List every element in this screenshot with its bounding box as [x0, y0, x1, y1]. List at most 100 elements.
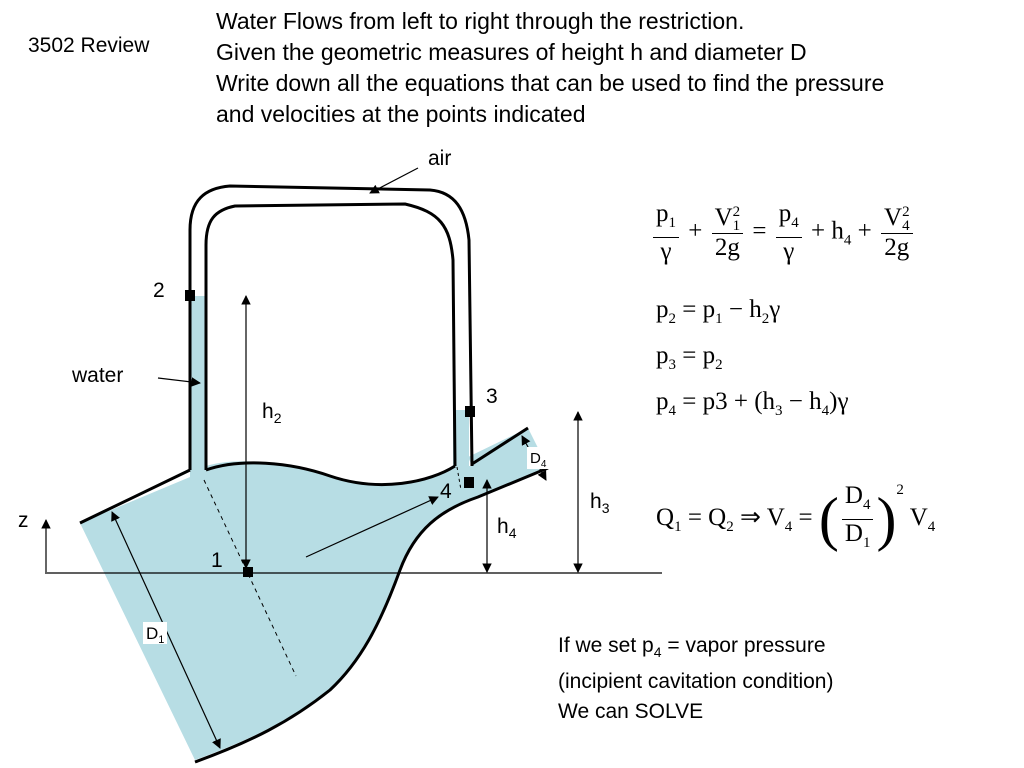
instruction-line: Write down all the equations that can be… [216, 70, 885, 96]
h2-subscript: 2 [274, 410, 282, 426]
flow-arrow [305, 496, 439, 558]
v4-subscript: 4 [784, 519, 793, 536]
manometer-inner [204, 202, 457, 470]
plus-sign: + [857, 217, 872, 245]
p1-over-gamma: p1 γ [653, 200, 679, 266]
plus-sign: + [688, 217, 703, 245]
cavitation-note: If we set p4 = vapor pressure (incipient… [558, 631, 833, 727]
point-label-3: 3 [486, 385, 498, 408]
instructions: Water Flows from left to right through t… [216, 6, 884, 130]
h3-subscript: 3 [775, 403, 783, 419]
plus-sign: + [811, 217, 826, 245]
equation-p2: p2 = p1 − h2γ [656, 296, 780, 328]
equation-p4: p4 = p3 + (h3 − h4)γ [656, 388, 849, 420]
manometer-outer [188, 184, 474, 470]
note-text: If we set p [558, 634, 654, 657]
d1-subscript: 1 [862, 535, 871, 551]
d4-subscript: 4 [862, 497, 871, 513]
pipe-top-wall [79, 426, 529, 525]
note-subscript: 4 [653, 644, 662, 661]
gamma-symbol: γ [660, 238, 672, 265]
h3-subscript: 3 [602, 500, 610, 516]
h2-subscript: 2 [761, 311, 770, 327]
v1-exponent: 2 [732, 204, 741, 221]
gamma-symbol: )γ [829, 388, 849, 415]
h4-subscript: 4 [843, 232, 852, 249]
h4-subscript: 4 [509, 525, 517, 541]
p4-subscript: 4 [791, 215, 799, 231]
p2-subscript: 2 [668, 311, 677, 327]
gamma-symbol: γ [783, 238, 795, 265]
point-label-4: 4 [440, 480, 452, 503]
point-marker-4 [464, 477, 474, 488]
slide-label: 3502 Review [28, 34, 150, 57]
v4-exponent: 2 [902, 204, 910, 221]
water-column-right [453, 410, 469, 468]
note-line: We can SOLVE [558, 700, 704, 724]
exponent: 2 [896, 481, 904, 498]
d1-subscript: 1 [158, 634, 164, 646]
implies-v: ⇒ V [739, 504, 785, 532]
h2-label: h2 [262, 400, 282, 426]
h3-label: h3 [590, 490, 610, 516]
equals-p1: = p [682, 296, 716, 323]
h4-subscript: 4 [821, 403, 830, 419]
equals-q2: = Q [687, 504, 727, 532]
centerline-4 [456, 466, 462, 491]
v4-subscript: 4 [927, 519, 936, 536]
h4-symbol: h [831, 217, 844, 245]
h4-label: h4 [497, 515, 517, 541]
equals-p2: = p [682, 342, 716, 369]
d4-label: D4 [530, 450, 547, 470]
v4-symbol: V [909, 504, 928, 532]
p1-subscript: 1 [715, 311, 723, 327]
p1-symbol: p [656, 200, 669, 227]
v1-subscript: 1 [732, 218, 741, 235]
equation-p3: p3 = p2 [656, 342, 723, 374]
p4-symbol: p [778, 200, 792, 227]
note-line: If we set p4 = vapor pressure [558, 631, 833, 667]
instruction-line: and velocities at the points indicated [216, 101, 586, 127]
point-marker-2 [185, 290, 195, 301]
two-g-symbol: 2g [884, 234, 910, 262]
p4-subscript: 4 [668, 403, 677, 419]
d1-letter: D [146, 624, 158, 643]
water-label: water [71, 364, 123, 387]
equals-sign: = [752, 217, 767, 245]
d1-label: D1 [146, 624, 164, 646]
z-label: z [18, 509, 29, 532]
h2-letter: h [262, 400, 274, 423]
left-paren: ( [818, 486, 839, 552]
note-text: = vapor pressure [661, 634, 826, 657]
air-label: air [428, 147, 451, 170]
p3-symbol: p [656, 342, 669, 369]
d4-subscript: 4 [541, 459, 547, 470]
air-leader [369, 167, 419, 194]
p1-subscript: 1 [668, 215, 677, 231]
point-label-1: 1 [211, 549, 223, 572]
instruction-line: Water Flows from left to right through t… [216, 8, 745, 34]
q2-subscript: 2 [726, 519, 734, 536]
point-label-2: 2 [153, 279, 165, 302]
d4-letter: D [530, 450, 541, 467]
two-g-symbol: 2g [714, 234, 740, 262]
d1-label-bg [143, 622, 167, 644]
p4-symbol: p [656, 388, 669, 415]
water-leader [157, 377, 201, 387]
equals-p3-plus: = p3 + (h [682, 388, 776, 415]
pipe-bottom-wall [194, 466, 549, 764]
d4-symbol: D [844, 482, 863, 509]
p4-over-gamma: p4 γ [775, 200, 802, 266]
right-paren: ) [876, 486, 897, 552]
q1-subscript: 1 [674, 519, 682, 536]
p3-subscript: 3 [668, 357, 677, 373]
continuity-equation: Q1 = Q2 ⇒ V4 = ( D4 D1 )2 V4 [656, 482, 935, 557]
d4-label-bg [527, 447, 551, 469]
v1-symbol: V [714, 203, 733, 231]
point-marker-3 [465, 406, 475, 417]
minus-h2: − h [722, 296, 762, 323]
q1-symbol: Q [656, 504, 675, 532]
